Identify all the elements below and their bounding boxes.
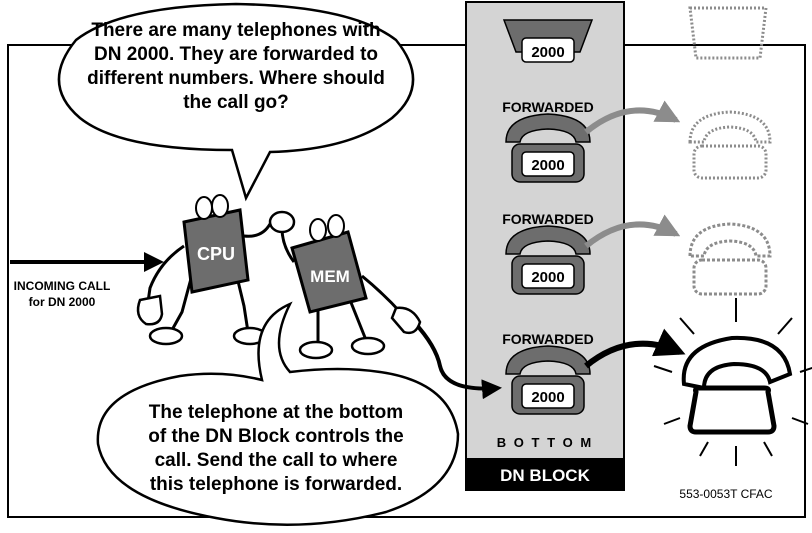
mem-label: MEM [310,267,350,286]
telephone-2-forwarded-label: FORWARDED [502,99,594,115]
telephone-3-number: 2000 [531,269,564,286]
destination-phone-2 [690,112,770,178]
speech-top-line-1: There are many telephones with [91,20,380,41]
telephone-4-forwarded-label: FORWARDED [502,331,594,347]
dn-block-bottom-label: B O T T O M [497,435,593,450]
speech-top-line-4: the call go? [183,92,289,113]
destination-phone-3 [690,224,770,294]
speech-bottom-line-3: call. Send the call to where [155,450,398,471]
dn-block-column [466,2,624,490]
ring-burst-lines [654,298,812,466]
speech-bottom-line-4: this telephone is forwarded. [150,474,402,495]
mem-character: MEM [270,212,420,358]
incoming-call-sublabel: for DN 2000 [29,295,96,309]
telephone-1-number: 2000 [531,44,564,61]
destination-phone-ringing [654,298,812,466]
incoming-call-label: INCOMING CALL [14,279,111,293]
telephone-2-number: 2000 [531,157,564,174]
telephone-4-number: 2000 [531,389,564,406]
cpu-character: CPU [138,195,270,344]
dn-block-title: DN BLOCK [500,466,590,485]
telephone-3-forwarded-label: FORWARDED [502,211,594,227]
speech-bubble-top: There are many telephones with DN 2000. … [59,4,413,198]
destination-phone-top [690,8,766,58]
cpu-label: CPU [197,244,235,264]
speech-bottom-line-2: of the DN Block controls the [148,426,403,447]
speech-bottom-line-1: The telephone at the bottom [149,402,403,423]
speech-top-line-2: DN 2000. They are forwarded to [94,44,378,65]
speech-top-line-3: different numbers. Where should [87,68,385,89]
figure-id: 553-0053T CFAC [679,487,772,501]
dn-block: B O T T O M DN BLOCK [466,2,624,490]
